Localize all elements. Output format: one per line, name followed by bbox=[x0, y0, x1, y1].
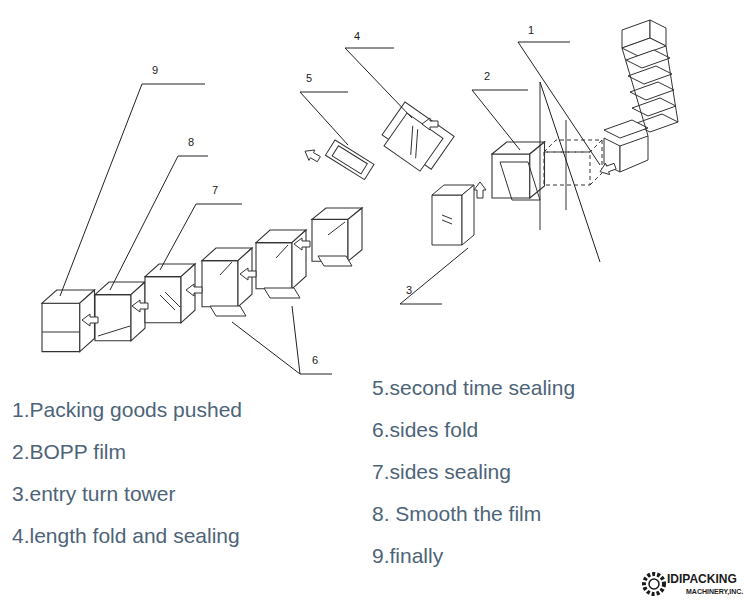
callout-number: 7 bbox=[212, 184, 218, 197]
step-text: 8. Smooth the film bbox=[372, 502, 541, 526]
step-text: 3.entry turn tower bbox=[12, 482, 175, 506]
step-text: 4.length fold and sealing bbox=[12, 524, 240, 548]
callout-number: 4 bbox=[354, 30, 360, 43]
callout-number: 2 bbox=[484, 70, 490, 83]
flow-arrows bbox=[82, 118, 617, 326]
step-text: 9.finally bbox=[372, 544, 443, 568]
callout-number: 8 bbox=[188, 136, 194, 149]
step-text: 6.sides fold bbox=[372, 418, 478, 442]
step-text: 2.BOPP film bbox=[12, 440, 126, 464]
callout-number: 9 bbox=[152, 64, 158, 77]
step-text: 1.Packing goods pushed bbox=[12, 398, 242, 422]
logo-subtext: MACHINERY,INC. bbox=[686, 588, 743, 596]
callout-number: 3 bbox=[406, 284, 412, 297]
logo-gear bbox=[644, 574, 664, 594]
callout-number: 1 bbox=[528, 24, 534, 37]
product-boxes bbox=[42, 20, 678, 352]
step-text: 5.second time sealing bbox=[372, 376, 575, 400]
callout-number: 5 bbox=[306, 72, 312, 85]
step-text: 7.sides sealing bbox=[372, 460, 511, 484]
logo-text: IDIPACKING bbox=[667, 573, 737, 587]
leader-lines bbox=[60, 42, 600, 374]
callout-number: 6 bbox=[312, 354, 318, 367]
